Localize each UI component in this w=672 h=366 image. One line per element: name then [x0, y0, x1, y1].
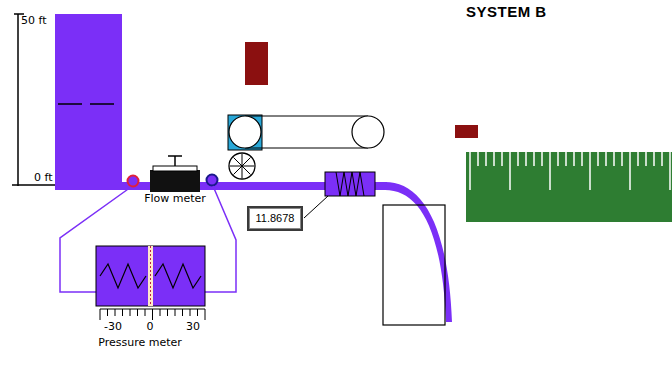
flow-meter-handle — [168, 155, 182, 157]
pressure-tap — [128, 176, 139, 187]
ruler-tick — [557, 152, 559, 166]
ruler-tick — [597, 152, 599, 166]
ruler-tick — [501, 152, 503, 166]
weight-block — [245, 42, 268, 85]
spring — [100, 264, 146, 288]
turbine-spoke — [242, 166, 250, 174]
system-title: SYSTEM B — [466, 3, 547, 20]
ruler-tick — [621, 152, 623, 166]
ruler — [466, 152, 672, 222]
turbine-spoke — [242, 154, 243, 166]
pressure-tube — [205, 186, 236, 292]
belt — [245, 148, 368, 149]
scale-tick — [182, 309, 183, 316]
water-stream — [385, 182, 452, 322]
readout-display: 11.8678 — [247, 206, 303, 231]
scale-number: 0 — [147, 321, 154, 334]
scale-tick — [145, 309, 146, 316]
readout-value: 11.8678 — [256, 212, 295, 224]
ruler-tick — [613, 152, 615, 166]
ruler-tick — [549, 152, 551, 190]
part-name: Pressure meter — [98, 337, 182, 350]
scale-tick — [122, 309, 123, 316]
pressure-tap — [207, 175, 218, 186]
ruler-tick — [493, 152, 495, 166]
ruler-tick — [525, 152, 527, 166]
ruler-tick — [477, 152, 479, 166]
turbine-spoke — [234, 158, 242, 166]
weight-block — [455, 125, 478, 138]
scale-tick — [152, 309, 153, 320]
part-name: Flow meter — [144, 193, 206, 206]
height-axis — [17, 14, 19, 186]
ruler-tick — [565, 152, 567, 166]
ruler-tick — [541, 152, 543, 166]
turbine-spoke — [242, 166, 243, 178]
pulley — [352, 116, 384, 148]
scale-number: 30 — [186, 321, 200, 334]
pressure-meter — [96, 246, 205, 306]
turbine-spoke — [234, 166, 242, 174]
ruler-tick — [485, 152, 487, 166]
ruler-tick — [573, 152, 575, 166]
scale-tick — [197, 309, 198, 316]
sensor-wire — [304, 196, 328, 218]
pressure-needle — [148, 246, 153, 306]
height-label: 50 ft — [21, 15, 47, 28]
pulley-housing — [228, 115, 262, 150]
coil-sensor — [325, 172, 375, 196]
coil — [336, 172, 364, 196]
bucket — [383, 205, 445, 325]
turbine-spoke — [242, 158, 250, 166]
scale-tick — [205, 309, 206, 320]
ruler-tick — [533, 152, 535, 166]
ruler-tick — [669, 152, 671, 190]
ruler-tick — [589, 152, 591, 190]
scale-number: -30 — [104, 321, 122, 334]
turbine-spoke — [242, 166, 254, 167]
water-tank — [55, 14, 122, 190]
ruler-tick — [653, 152, 655, 166]
ruler-tick — [517, 152, 519, 166]
scale-tick — [160, 309, 161, 316]
level-mark — [58, 103, 120, 105]
flow-meter — [150, 170, 200, 192]
axis-baseline — [12, 184, 56, 186]
scale-tick — [137, 309, 138, 316]
scale-tick — [167, 309, 168, 316]
pulley — [229, 116, 261, 148]
ruler-tick — [469, 152, 471, 190]
ruler-tick — [581, 152, 583, 166]
scale-ticks — [100, 309, 205, 320]
scale-tick — [190, 309, 191, 316]
pressure-needle — [150, 246, 151, 306]
scale-tick — [115, 309, 116, 316]
scale-tick — [107, 309, 108, 316]
turbine-wheel — [229, 153, 255, 179]
scale-tick — [100, 309, 101, 320]
ruler-tick — [509, 152, 511, 190]
height-label: 0 ft — [34, 172, 53, 185]
ruler-tick — [645, 152, 647, 166]
scale-tick — [130, 309, 131, 316]
turbine-spoke — [230, 166, 242, 167]
ruler-tick — [637, 152, 639, 166]
scale-tick — [175, 309, 176, 316]
ruler-tick — [605, 152, 607, 166]
spring — [155, 264, 201, 288]
flow-meter-plate — [153, 166, 197, 171]
ruler-tick — [629, 152, 631, 190]
turbine-spokes — [230, 154, 254, 178]
flow-meter-stem — [174, 156, 176, 166]
belt — [245, 116, 368, 117]
ruler-ticks — [470, 152, 670, 190]
ruler-tick — [661, 152, 663, 166]
